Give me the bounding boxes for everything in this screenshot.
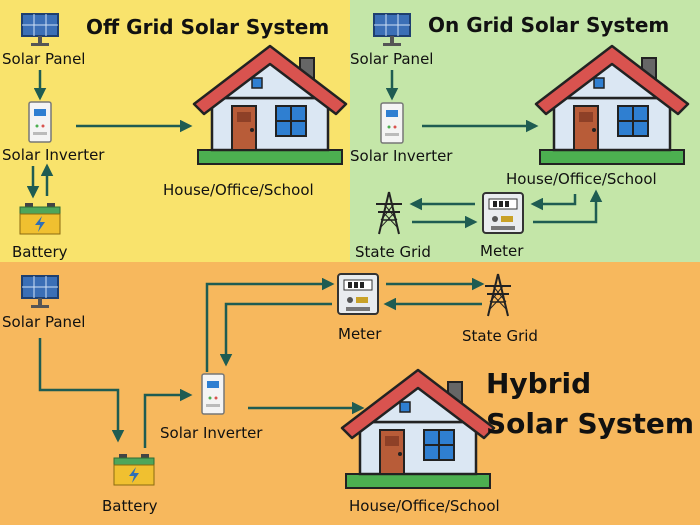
off-inverter-label: Solar Inverter xyxy=(2,146,105,164)
hyb-meter-label: Meter xyxy=(338,325,382,343)
on-meter-icon xyxy=(482,192,524,234)
off-solar-panel-icon xyxy=(21,13,59,47)
on-inverter-label: Solar Inverter xyxy=(350,147,453,165)
on-state-grid-label: State Grid xyxy=(355,243,431,261)
off-battery-icon xyxy=(19,202,61,235)
off-grid-title: Off Grid Solar System xyxy=(86,15,330,39)
hyb-house-label: House/Office/School xyxy=(349,497,500,515)
on-inverter-icon xyxy=(380,102,404,144)
hyb-battery-icon xyxy=(113,453,155,486)
on-house-label: House/Office/School xyxy=(506,170,657,188)
off-house-label: House/Office/School xyxy=(163,181,314,199)
on-grid-tower-icon xyxy=(375,191,403,235)
hyb-house-icon xyxy=(340,368,496,490)
on-house-icon xyxy=(534,44,690,166)
hyb-inverter-label: Solar Inverter xyxy=(160,424,263,442)
hyb-solar-panel-label: Solar Panel xyxy=(2,313,86,331)
off-house-icon xyxy=(192,44,348,166)
hyb-meter-icon xyxy=(337,273,379,315)
off-grid-arrows xyxy=(26,70,193,199)
on-meter-label: Meter xyxy=(480,242,524,260)
off-solar-panel-label: Solar Panel xyxy=(2,50,86,68)
hyb-state-grid-label: State Grid xyxy=(462,327,538,345)
off-inverter-icon xyxy=(28,101,52,143)
off-battery-label: Battery xyxy=(12,243,68,261)
hyb-solar-panel-icon xyxy=(21,275,59,309)
hyb-grid-tower-icon xyxy=(484,273,512,317)
on-solar-panel-icon xyxy=(373,13,411,47)
hybrid-title-line2: Solar System xyxy=(486,407,695,440)
hybrid-title-line1: Hybrid xyxy=(486,367,592,400)
on-grid-title: On Grid Solar System xyxy=(428,13,670,37)
on-grid-arrows xyxy=(385,70,603,229)
hybrid-arrows xyxy=(38,277,485,448)
on-solar-panel-label: Solar Panel xyxy=(350,50,434,68)
hyb-inverter-icon xyxy=(201,373,225,415)
hyb-battery-label: Battery xyxy=(102,497,158,515)
